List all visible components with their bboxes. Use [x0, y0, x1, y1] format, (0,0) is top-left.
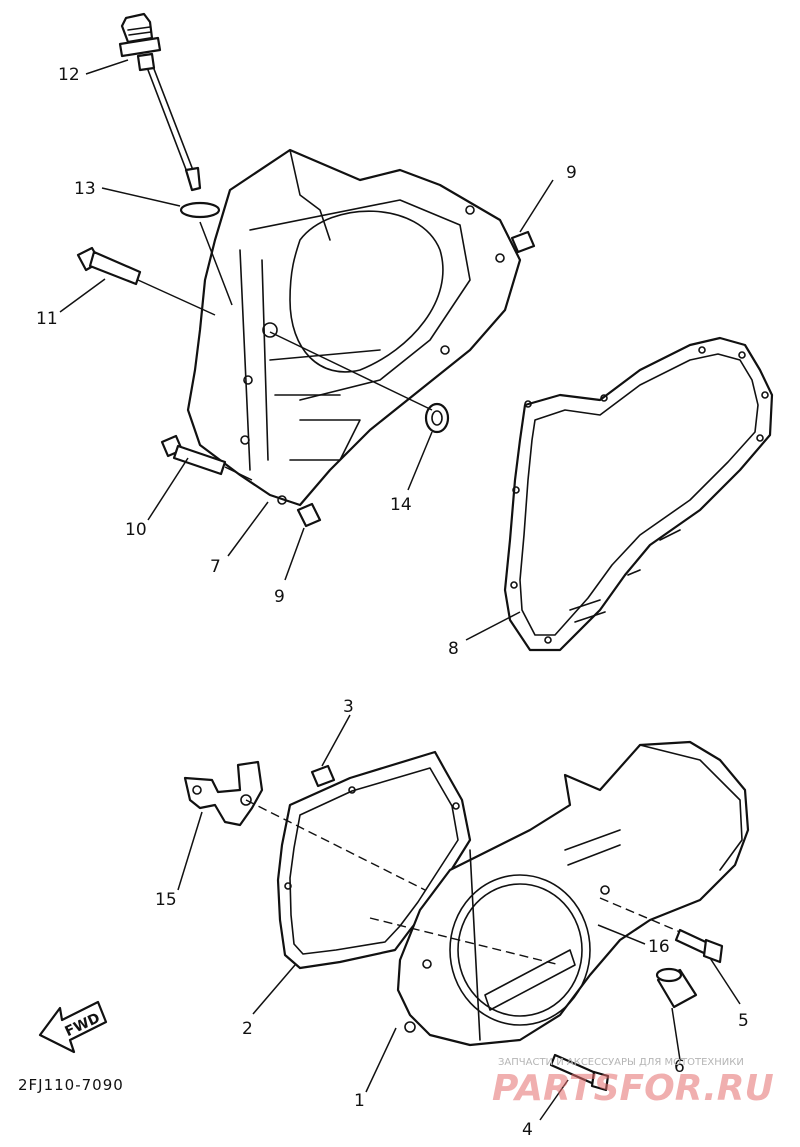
- part-13-o-ring: [179, 201, 221, 219]
- callout-11: 11: [36, 309, 58, 329]
- part-9-dowel-pin-lower: [296, 502, 322, 528]
- part-15-bracket: [183, 760, 264, 827]
- callout-9-upper: 9: [566, 163, 577, 183]
- callout-7: 7: [210, 557, 221, 577]
- callout-5: 5: [738, 1011, 749, 1031]
- part-14-oil-seal: [424, 402, 450, 434]
- callout-10: 10: [125, 520, 147, 540]
- callout-1: 1: [354, 1091, 365, 1111]
- callout-13: 13: [74, 179, 96, 199]
- callout-3: 3: [343, 697, 354, 717]
- callout-14: 14: [390, 495, 412, 515]
- part-code: 2FJ110-7090: [18, 1076, 124, 1094]
- part-3-dowel-pin: [310, 764, 336, 788]
- callout-9-lower: 9: [274, 587, 285, 607]
- watermark-brand: PARTSFOR.RU: [492, 1068, 774, 1109]
- callout-15: 15: [155, 890, 177, 910]
- part-12-dipstick: [118, 12, 202, 192]
- part-9-dowel-pin-upper: [510, 230, 536, 254]
- callout-4: 4: [522, 1120, 533, 1140]
- part-4-bolt: [549, 1053, 610, 1092]
- callout-6: 6: [674, 1057, 685, 1077]
- callout-8: 8: [448, 639, 459, 659]
- fwd-direction-arrow: FWD: [38, 1000, 108, 1054]
- callout-12: 12: [58, 65, 80, 85]
- part-8-gasket: [503, 336, 774, 652]
- part-7-crankcase-cover: [186, 148, 522, 507]
- part-5-bolt: [674, 928, 724, 964]
- part-1-left-cover: [396, 740, 750, 1047]
- part-11-bolt: [76, 246, 142, 286]
- callout-16: 16: [648, 937, 670, 957]
- part-10-bolt: [160, 434, 227, 476]
- part-6-plug: [655, 967, 698, 1009]
- callout-2: 2: [242, 1019, 253, 1039]
- watermark-caption: ЗАПЧАСТИ И АКСЕССУАРЫ ДЛЯ МОТОТЕХНИКИ: [498, 1057, 744, 1068]
